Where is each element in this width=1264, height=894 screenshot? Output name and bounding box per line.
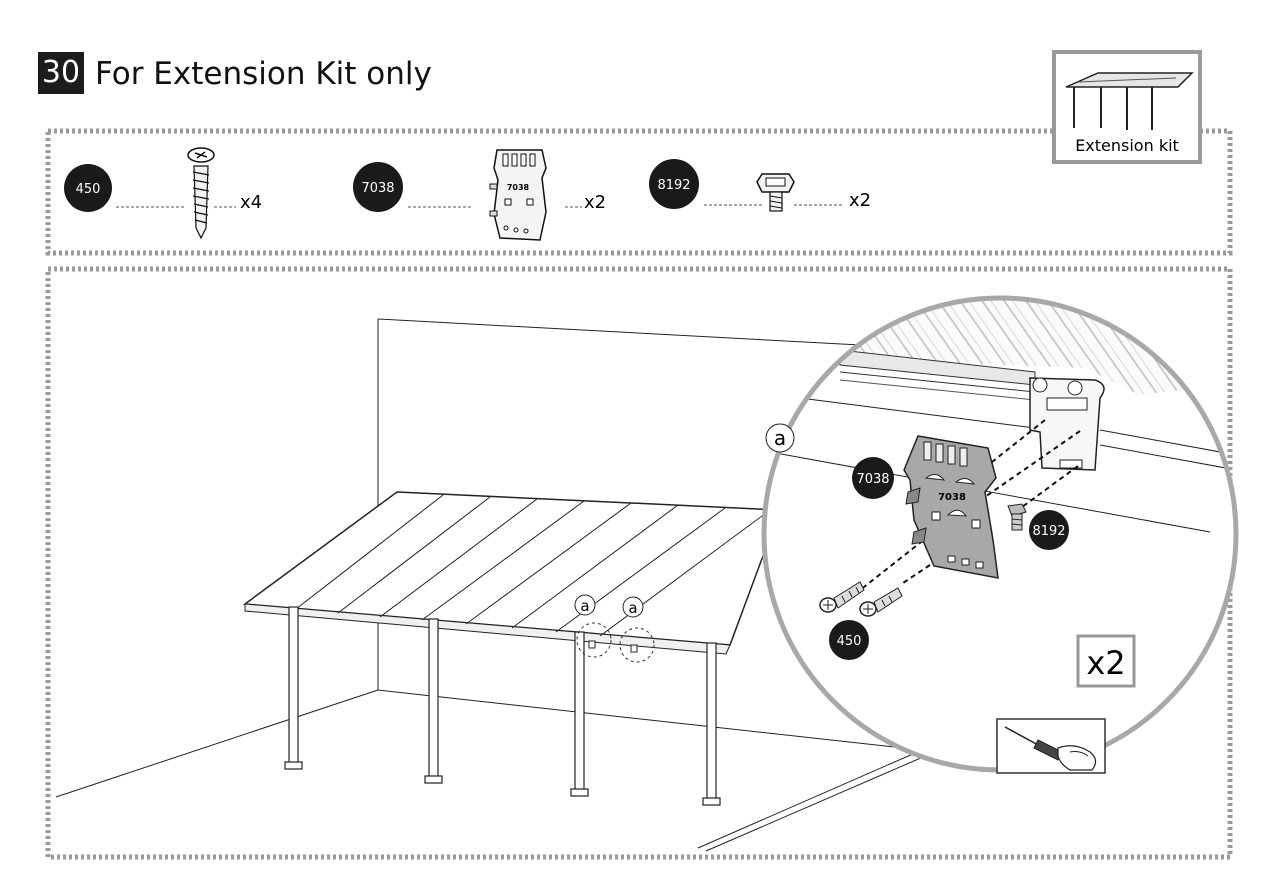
point-label-a1: a bbox=[580, 597, 589, 615]
detail-bracket-7038: 7038 bbox=[903, 435, 999, 579]
detail-screws-450 bbox=[819, 581, 903, 617]
detail-callout-450: 450 bbox=[837, 634, 862, 649]
point-label-a2: a bbox=[628, 599, 637, 617]
extension-kit-label: Extension kit bbox=[1075, 136, 1179, 155]
part-450-qty: x4 bbox=[240, 192, 262, 213]
bolt-icon bbox=[756, 173, 795, 212]
part-8192: 8192 x2 bbox=[649, 159, 871, 212]
bracket-icon: 7038 bbox=[489, 149, 547, 241]
step-number: 30 bbox=[38, 52, 84, 94]
detail-callout-7038: 7038 bbox=[856, 472, 889, 487]
pergola-roof bbox=[242, 491, 782, 655]
overview-scene bbox=[55, 318, 931, 852]
multiplier-box: x2 bbox=[1076, 634, 1136, 688]
detail-bolt-8192 bbox=[1007, 503, 1027, 531]
multiplier-text: x2 bbox=[1086, 644, 1125, 682]
detail-magnifier: 7038 bbox=[761, 295, 1239, 773]
part-7038: 7038 7038 x2 bbox=[353, 149, 606, 241]
part-450-id: 450 bbox=[76, 182, 101, 197]
pergola-posts bbox=[284, 606, 721, 806]
extension-kit-badge: Extension kit bbox=[1052, 50, 1202, 164]
part-8192-id: 8192 bbox=[657, 178, 690, 193]
part-7038-id: 7038 bbox=[361, 181, 394, 196]
overview-point-markers: a a bbox=[574, 594, 655, 663]
page-title: For Extension Kit only bbox=[95, 56, 432, 92]
screw-icon bbox=[187, 147, 215, 240]
part-8192-qty: x2 bbox=[849, 190, 871, 211]
detail-callout-8192: 8192 bbox=[1032, 524, 1065, 539]
part-7038-qty: x2 bbox=[584, 192, 606, 213]
parts-panel-frame bbox=[45, 128, 1233, 256]
detail-bracket-text: 7038 bbox=[938, 492, 966, 503]
part-450: 450 x4 bbox=[64, 147, 262, 240]
svg-text:7038: 7038 bbox=[507, 183, 530, 192]
screwdriver-icon bbox=[996, 718, 1106, 774]
detail-point-label: a bbox=[774, 426, 786, 450]
